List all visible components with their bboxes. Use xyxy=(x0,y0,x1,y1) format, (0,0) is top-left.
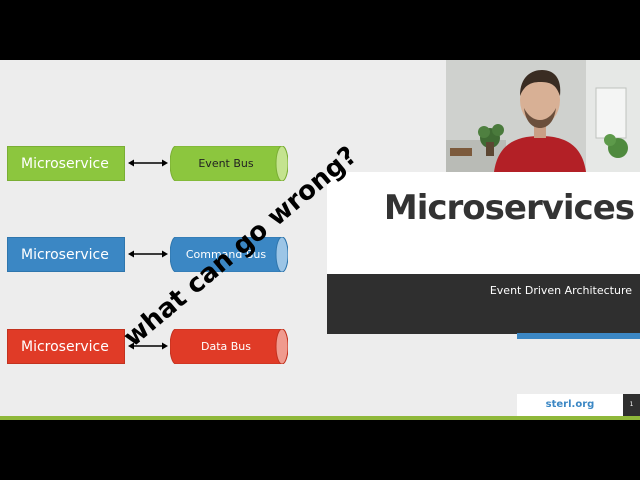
footer-site-link[interactable]: sterl.org xyxy=(545,399,595,410)
microservice-box-blue: Microservice xyxy=(7,237,125,272)
slide-title: Microservices xyxy=(383,188,635,228)
event-bus-cylinder xyxy=(170,146,288,181)
command-bus-cylinder xyxy=(170,237,288,272)
bidirectional-arrow-icon xyxy=(128,342,168,350)
webcam-feed xyxy=(446,60,640,172)
page-number-box: 1 xyxy=(623,394,640,420)
accent-strip xyxy=(517,333,640,339)
microservice-box-red: Microservice xyxy=(7,329,125,364)
title-box: Microservices xyxy=(327,172,640,274)
bidirectional-arrow-icon xyxy=(128,250,168,258)
bidirectional-arrow-icon xyxy=(128,159,168,167)
data-bus-label: Data Bus xyxy=(200,340,251,353)
bottom-accent-bar xyxy=(0,416,640,420)
page-number: 1 xyxy=(629,401,634,408)
command-bus-label: Command Bus xyxy=(185,248,267,261)
subtitle-box: Event Driven Architecture xyxy=(327,274,640,334)
footer-site-box: sterl.org xyxy=(517,394,623,416)
event-bus-label: Event Bus xyxy=(198,157,254,170)
person-video-icon xyxy=(446,60,640,172)
slide-subtitle: Event Driven Architecture xyxy=(489,284,632,297)
microservice-box-green: Microservice xyxy=(7,146,125,181)
data-bus-cylinder xyxy=(170,329,288,364)
